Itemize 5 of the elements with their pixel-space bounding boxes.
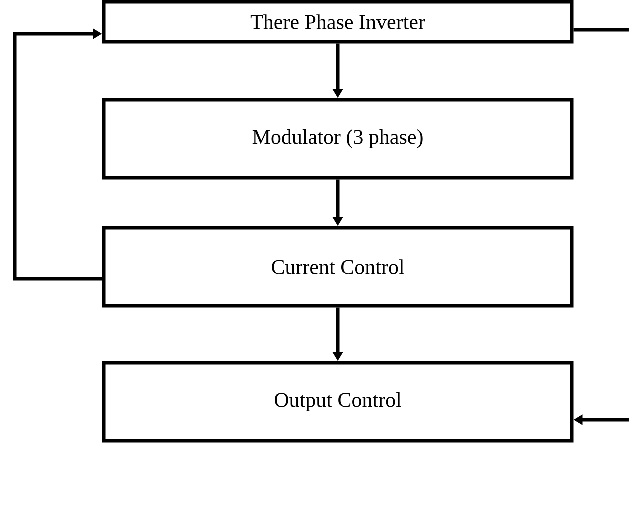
process-box: Current Control — [102, 226, 574, 308]
process-box: There Phase Inverter — [102, 0, 574, 44]
process-box: Output Control — [102, 361, 574, 443]
process-box: Modulator (3 phase) — [102, 98, 574, 180]
arrow — [13, 28, 102, 281]
